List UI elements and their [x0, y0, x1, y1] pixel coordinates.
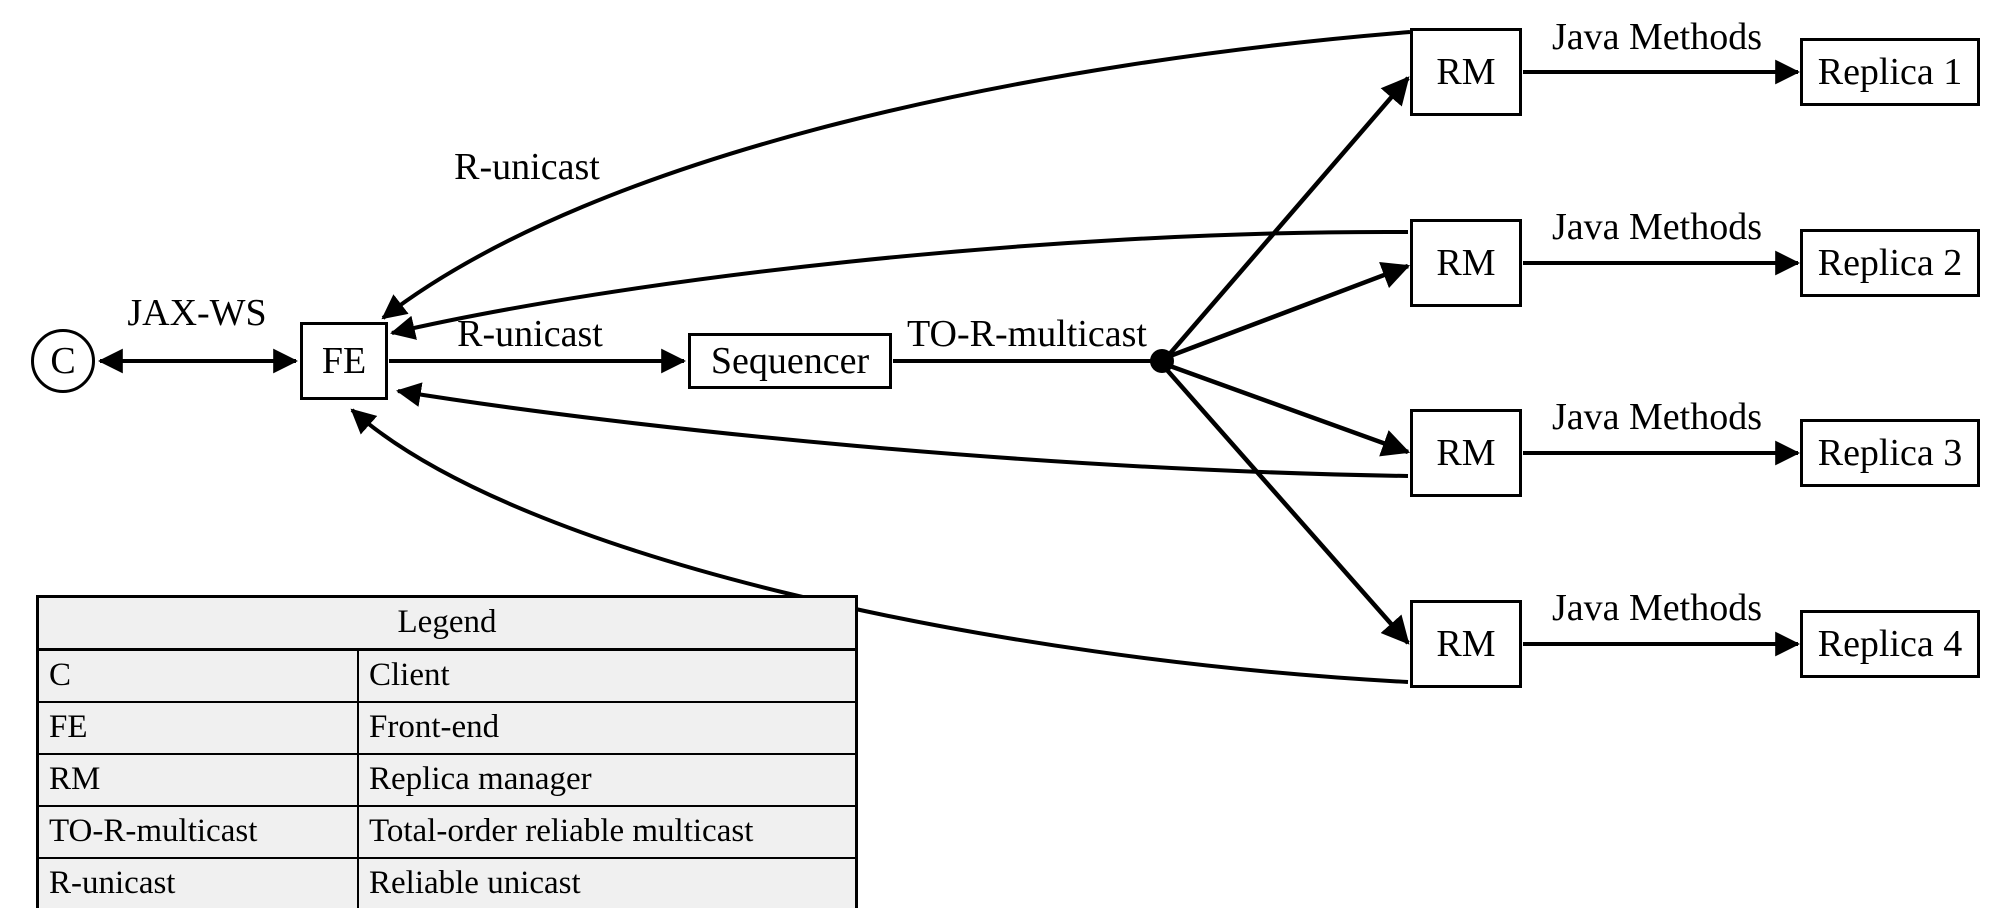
legend-row: C Client	[36, 648, 858, 703]
legend-abbr: FE	[36, 701, 359, 755]
edge-label-jax-ws: JAX-WS	[127, 292, 267, 334]
edge-hub-rm-4	[1165, 368, 1410, 645]
legend-abbr: R-unicast	[36, 857, 359, 908]
replica-manager-node-3[interactable]: RM	[1410, 409, 1522, 497]
legend-table: Legend C Client FE Front-end RM Replica …	[36, 595, 858, 908]
legend-meaning: Replica manager	[357, 753, 858, 807]
replica-node-2[interactable]: Replica 2	[1800, 229, 1980, 297]
legend-meaning: Front-end	[357, 701, 858, 755]
edge-hub-rm-2	[1169, 262, 1411, 359]
legend-abbr: C	[36, 648, 359, 703]
legend-row: RM Replica manager	[36, 753, 858, 807]
edge-label-java-methods-2: Java Methods	[1551, 206, 1763, 248]
front-end-node[interactable]: FE	[300, 322, 388, 400]
legend-row: TO-R-multicast Total-order reliable mult…	[36, 805, 858, 859]
legend-abbr: TO-R-multicast	[36, 805, 359, 859]
legend-title: Legend	[36, 595, 858, 651]
edge-label-fe-sequencer-r-unicast: R-unicast	[457, 313, 603, 355]
legend-meaning: Client	[357, 648, 858, 703]
replica-node-4[interactable]: Replica 4	[1800, 610, 1980, 678]
replica-manager-node-1[interactable]: RM	[1410, 28, 1522, 116]
legend-header-row: Legend	[36, 595, 858, 651]
replica-node-3[interactable]: Replica 3	[1800, 419, 1980, 487]
sequencer-node[interactable]: Sequencer	[688, 333, 892, 389]
legend-row: R-unicast Reliable unicast	[36, 857, 858, 908]
edge-hub-rm-3	[1169, 363, 1411, 457]
replica-node-1[interactable]: Replica 1	[1800, 38, 1980, 106]
edge-hub-rm-1	[1165, 76, 1410, 359]
replica-manager-node-4[interactable]: RM	[1410, 600, 1522, 688]
legend-abbr: RM	[36, 753, 359, 807]
edge-label-java-methods-1: Java Methods	[1551, 16, 1763, 58]
legend-meaning: Total-order reliable multicast	[357, 805, 858, 859]
multicast-hub-dot	[1150, 349, 1174, 373]
edge-label-to-r-multicast: TO-R-multicast	[907, 313, 1147, 355]
replica-manager-node-2[interactable]: RM	[1410, 219, 1522, 307]
legend-body: C Client FE Front-end RM Replica manager…	[36, 648, 858, 908]
edge-label-rm-fe-r-unicast: R-unicast	[454, 146, 600, 188]
edge-rm3-frontend	[396, 382, 1409, 478]
client-node[interactable]: C	[31, 329, 95, 393]
legend-meaning: Reliable unicast	[357, 857, 858, 908]
edge-label-java-methods-4: Java Methods	[1551, 587, 1763, 629]
edge-label-java-methods-3: Java Methods	[1551, 396, 1763, 438]
legend-row: FE Front-end	[36, 701, 858, 755]
